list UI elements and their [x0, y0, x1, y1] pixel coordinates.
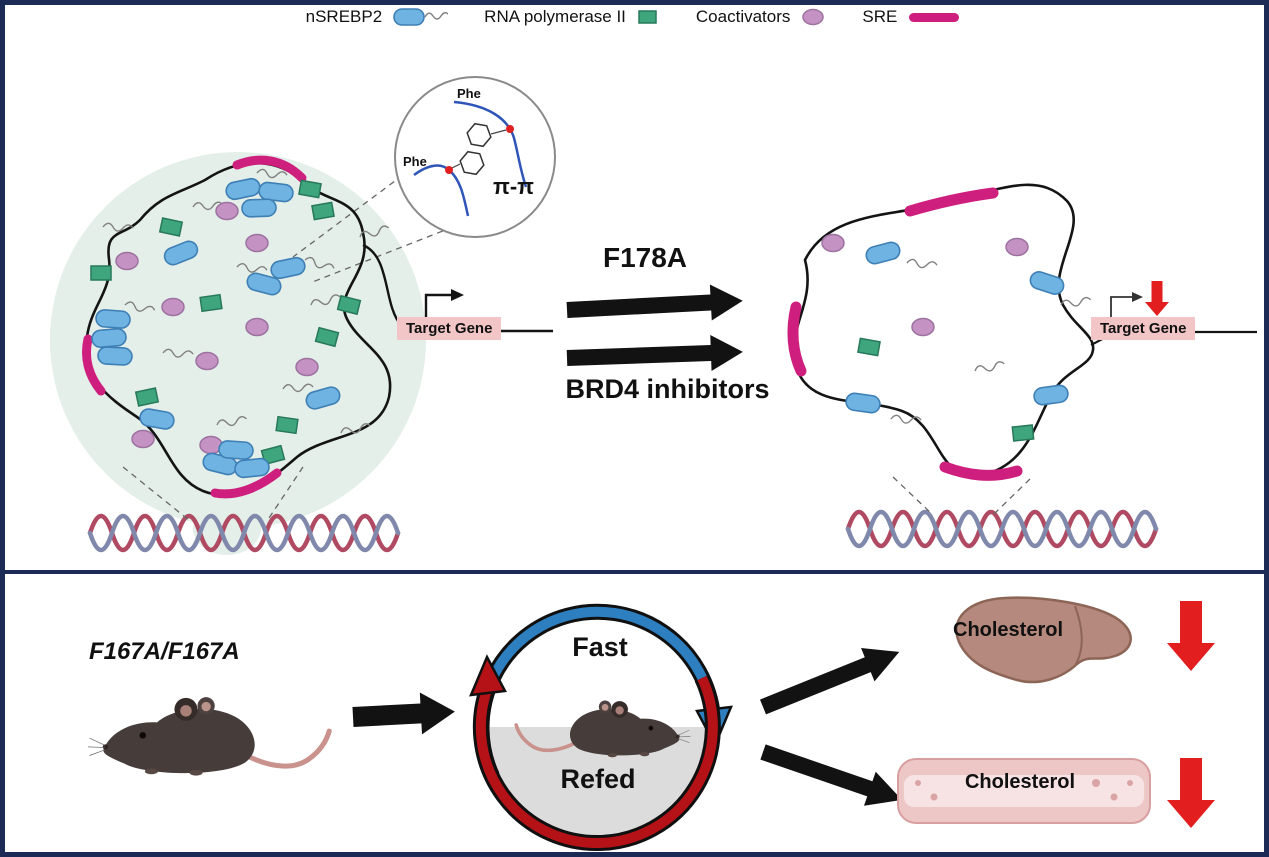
transcription-arrow-left — [424, 289, 464, 325]
mouse-to-cycle-arrow — [351, 690, 456, 738]
transcription-arrow-right — [1110, 292, 1143, 323]
mutant-mouse — [88, 697, 329, 775]
pi-pi-label: π-π — [493, 174, 535, 199]
legend-sre-label: SRE — [862, 7, 898, 26]
genotype-label: F167A/F167A — [89, 638, 240, 665]
target-gene-box-right: Target Gene — [1091, 317, 1196, 340]
pi-pi-inset — [394, 76, 556, 238]
legend: nSREBP2 RNA polymerase II Coactivators S… — [5, 5, 1264, 29]
fast-label: Fast — [572, 632, 628, 662]
cycle-to-vessel-arrow — [757, 734, 908, 817]
legend-item-sre: SRE — [862, 7, 963, 27]
target-gene-box-left: Target Gene — [397, 317, 502, 340]
legend-coactivators-label: Coactivators — [695, 7, 791, 26]
legend-item-nsrebp2: nSREBP2 — [306, 5, 449, 29]
legend-nsrebp2-label: nSREBP2 — [305, 7, 383, 26]
mutation-label: F178A — [602, 242, 688, 273]
blood-vessel-illustration — [897, 758, 1151, 824]
decrease-arrow-liver — [1167, 601, 1215, 671]
sre-sites-left — [82, 155, 307, 499]
decrease-arrow-expression — [1145, 281, 1169, 316]
cholesterol-vessel-label: Cholesterol — [964, 771, 1076, 793]
phe-label-top: Phe — [457, 86, 481, 101]
phe-label-left: Phe — [403, 154, 427, 169]
treatment-arrows — [566, 282, 744, 376]
dna-helix-right — [848, 512, 1156, 546]
cycle-to-liver-arrow — [756, 635, 907, 724]
panel-divider — [5, 570, 1264, 574]
diagram-canvas — [50, 76, 1257, 852]
rna-polymerase-icon — [638, 10, 657, 24]
legend-item-rna-pol: RNA polymerase II — [484, 7, 660, 27]
cholesterol-liver-label: Cholesterol — [953, 619, 1064, 641]
liver-illustration — [955, 596, 1132, 684]
inhibitor-label: BRD4 inhibitors — [565, 374, 770, 404]
coactivator-icon — [802, 8, 825, 26]
sre-sites-right — [787, 187, 1023, 481]
nsrebp2-capsule-icon — [393, 8, 449, 26]
legend-item-coactivators: Coactivators — [696, 7, 826, 27]
fast-refed-cycle — [469, 603, 733, 852]
sre-icon — [909, 13, 960, 22]
legend-rna-pol-label: RNA polymerase II — [484, 7, 626, 26]
refed-label: Refed — [560, 764, 636, 794]
dashed-connector-lines — [122, 174, 1031, 522]
decrease-arrow-vessel — [1167, 758, 1215, 828]
